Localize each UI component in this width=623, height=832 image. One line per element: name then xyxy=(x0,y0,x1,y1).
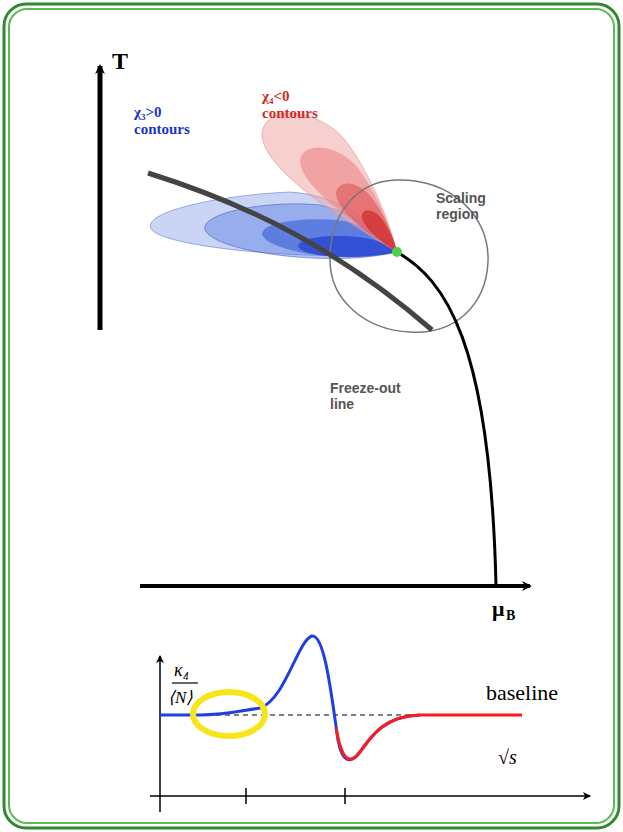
highlight-circle xyxy=(193,692,265,736)
contour-label: χ₄<0 contours xyxy=(262,88,334,122)
tick xyxy=(245,788,247,804)
line-label: Freeze-out line xyxy=(330,380,406,412)
x-axis xyxy=(150,795,590,797)
axis-label: μ xyxy=(492,596,504,622)
phase-transition-line xyxy=(397,252,496,585)
baseline-label: baseline xyxy=(486,680,558,706)
critical-point xyxy=(392,247,402,257)
axis-label: T xyxy=(112,48,128,75)
y-axis-label: ⟨N⟩ xyxy=(168,687,193,708)
tick xyxy=(344,788,346,804)
t-axis xyxy=(98,66,103,330)
contour-label: χ₃>0 contours xyxy=(134,104,206,138)
fraction-bar xyxy=(172,682,198,683)
kurtosis-curve-blue xyxy=(160,636,420,760)
kurtosis-curve-red xyxy=(336,715,522,759)
x-axis-label: √s xyxy=(498,746,517,769)
freeze-out-line xyxy=(148,173,432,330)
panel-frame-inner xyxy=(9,9,614,823)
panel-frame xyxy=(4,4,619,828)
y-axis xyxy=(159,656,161,812)
y-axis-label: κ₄ xyxy=(174,660,189,681)
mu-axis xyxy=(140,584,530,588)
axis-subscript: B xyxy=(506,608,515,624)
region-label: Scaling region xyxy=(436,190,506,222)
